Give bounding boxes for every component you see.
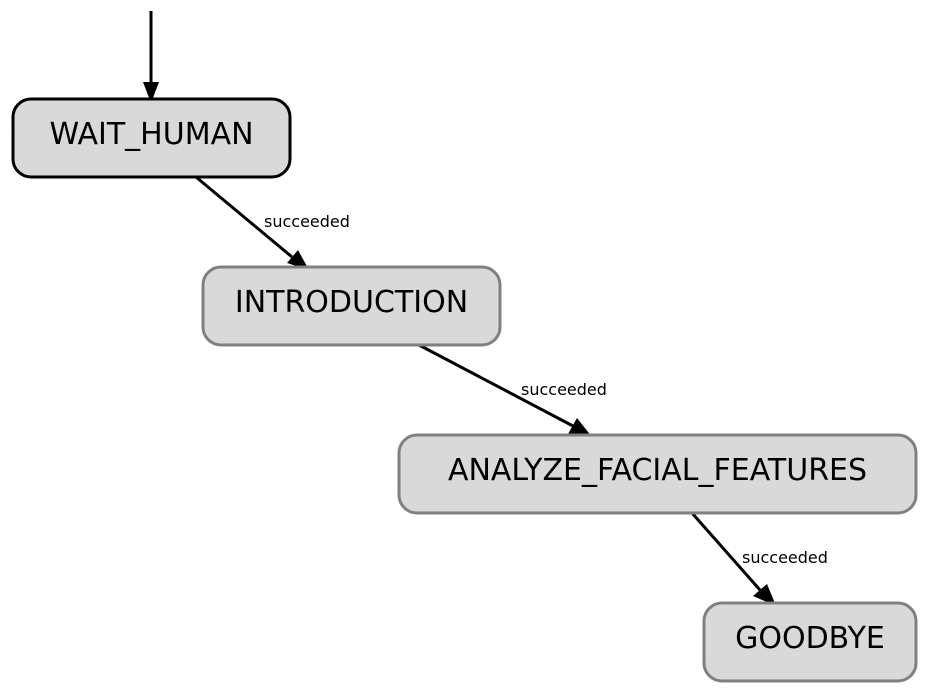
edge-introduction-to-analyze: succeeded	[418, 343, 607, 437]
state-node-introduction[interactable]: INTRODUCTION	[201, 265, 502, 347]
edge-label-succeeded: succeeded	[521, 380, 607, 399]
edge-label-succeeded: succeeded	[742, 548, 828, 567]
state-label: WAIT_HUMAN	[49, 117, 253, 152]
state-node-goodbye[interactable]: GOODBYE	[702, 601, 918, 683]
state-node-analyze-facial-features[interactable]: ANALYZE_FACIAL_FEATURES	[397, 433, 918, 515]
edge-analyze-to-goodbye: succeeded	[690, 512, 828, 606]
state-label: ANALYZE_FACIAL_FEATURES	[448, 453, 867, 488]
state-label: INTRODUCTION	[235, 285, 468, 320]
entry-edge	[143, 11, 159, 103]
edge-label-succeeded: succeeded	[264, 212, 350, 231]
edge-wait-human-to-introduction: succeeded	[195, 175, 350, 270]
state-node-wait-human[interactable]: WAIT_HUMAN	[11, 97, 292, 179]
state-label: GOODBYE	[735, 621, 885, 656]
